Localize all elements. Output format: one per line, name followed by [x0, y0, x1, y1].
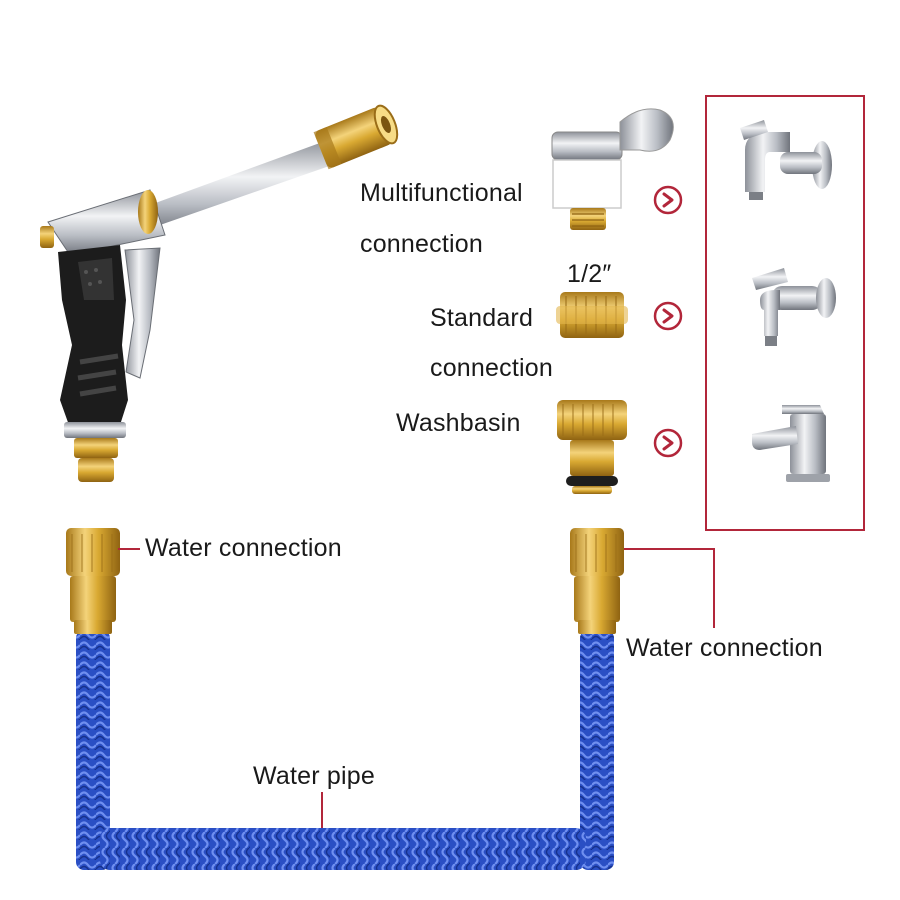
standard-label-line2: connection — [430, 354, 553, 382]
spray-gun-icon — [40, 104, 399, 482]
water-pipe-label: Water pipe — [253, 762, 375, 790]
multifunctional-adapter-icon — [551, 108, 674, 230]
multifunctional-label: Multifunctional — [360, 179, 523, 207]
water-pipe-hose — [76, 630, 614, 870]
hose-connector-right-icon — [570, 528, 624, 634]
arrow-right-icon — [653, 301, 683, 331]
water-connection-left-label: Water connection — [145, 534, 342, 562]
hose-connector-left-icon — [66, 528, 120, 634]
basin-faucet-icon — [752, 405, 830, 482]
multifunctional-label-line2: connection — [360, 230, 483, 258]
washbasin-adapter-icon — [557, 400, 627, 494]
standard-adapter-icon — [556, 292, 628, 338]
tap-faucet-icon — [752, 268, 836, 346]
water-connection-right-label: Water connection — [626, 634, 823, 662]
wall-faucet-icon — [740, 120, 832, 200]
washbasin-label: Washbasin — [396, 409, 521, 437]
leader-lines — [118, 548, 715, 828]
arrow-right-icon — [653, 185, 683, 215]
standard-label: Standard — [430, 304, 534, 332]
arrow-right-icon — [653, 428, 683, 458]
half-inch-label: 1/2″ — [567, 260, 612, 288]
